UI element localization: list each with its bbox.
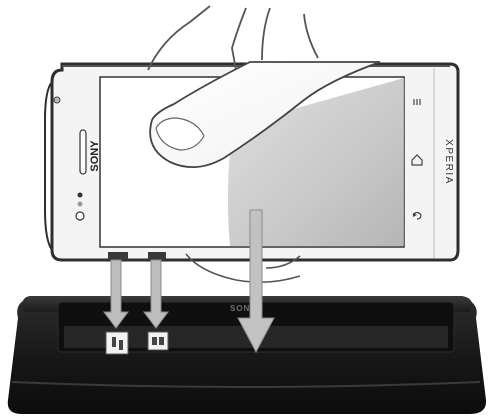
phone-front-camera-icon bbox=[76, 212, 84, 220]
phone-connector-left bbox=[108, 252, 128, 260]
phone-earpiece bbox=[80, 130, 86, 174]
dock: SONY bbox=[8, 296, 486, 414]
phone-model-label: XPERIA bbox=[443, 139, 454, 185]
phone-led-icon bbox=[78, 193, 83, 198]
hand-outline-back bbox=[148, 6, 246, 70]
dock-contact-left-icon bbox=[106, 332, 128, 354]
phone-brand-label: SONY bbox=[89, 140, 101, 172]
dock-contact-right-icon bbox=[148, 332, 168, 350]
hand-outline-top bbox=[262, 8, 318, 60]
phone-side-button-icon bbox=[54, 97, 60, 103]
phone-sensor-icon bbox=[78, 202, 83, 207]
phone-connector-right bbox=[148, 252, 166, 260]
